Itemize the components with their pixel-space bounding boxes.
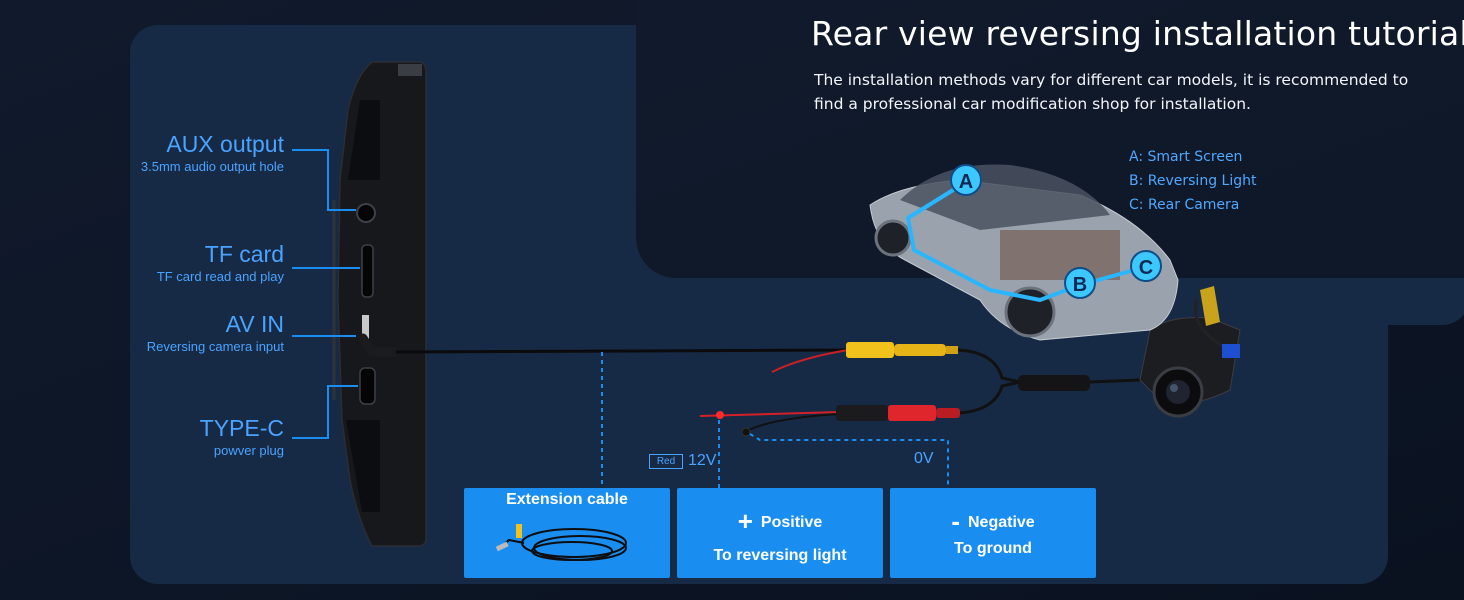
negative-desc: To ground [954, 540, 1032, 557]
screen-device [332, 61, 427, 547]
marker-c-label: C [1139, 257, 1153, 279]
box-leaders [601, 352, 949, 488]
port-tf-desc: TF card read and play [156, 269, 284, 284]
extension-cable-box: Extension cable [464, 488, 670, 578]
legend-item-b: B: Reversing Light [1129, 173, 1257, 189]
marker-a [950, 164, 982, 196]
port-aux-desc: 3.5mm audio output hole [140, 159, 284, 174]
av-jack [362, 315, 369, 339]
port-label-aux: AUX output 3.5mm audio output hole [141, 131, 284, 175]
red-power-plug [699, 380, 1021, 437]
typec-port [359, 367, 376, 405]
port-av-desc: Reversing camera input [146, 339, 284, 354]
extension-cable-title: Extension cable [506, 491, 628, 508]
positive-title: Positive [760, 514, 823, 531]
negative-box: -Negative To ground [890, 488, 1096, 578]
extension-cable-icon [495, 524, 627, 561]
port-callouts [292, 149, 360, 439]
yellow-rca-plug [771, 342, 1021, 384]
car-illustration: A B C [869, 164, 1179, 341]
port-tf-title: TF card [204, 241, 284, 267]
port-label-typec: TYPE-C powver plug [200, 415, 284, 459]
legend-item-a: A: Smart Screen [1129, 149, 1243, 165]
ground-voltage: 0V [914, 450, 934, 467]
red-wire-tag: Red [649, 454, 683, 469]
page-title: Rear view reversing installation tutoria… [811, 14, 1464, 53]
positive-desc: To reversing light [713, 547, 847, 564]
tf-slot [361, 244, 374, 298]
port-av-title: AV IN [225, 311, 284, 337]
marker-b-label: B [1073, 274, 1087, 296]
marker-a-label: A [959, 171, 973, 193]
positive-voltage: 12V [688, 452, 717, 469]
positive-box: + Positive To reversing light [677, 488, 883, 578]
rear-camera [1139, 286, 1241, 418]
page-subtitle: The installation methods vary for differ… [814, 71, 1409, 113]
port-aux-title: AUX output [166, 131, 284, 157]
negative-title: Negative [967, 514, 1035, 531]
minus-icon: - [951, 506, 960, 536]
marker-c [1130, 250, 1162, 282]
marker-b [1064, 267, 1096, 299]
legend-item-c: C: Rear Camera [1129, 197, 1240, 213]
car-legend: A: Smart Screen B: Reversing Light C: Re… [1129, 145, 1256, 217]
port-typec-title: TYPE-C [199, 415, 284, 441]
aux-port [356, 203, 376, 223]
camera-connector [1018, 375, 1090, 391]
plus-icon: + [737, 506, 753, 536]
port-label-tf: TF card TF card read and play [157, 241, 284, 285]
port-typec-desc: powver plug [213, 443, 284, 458]
port-label-av: AV IN Reversing camera input [147, 311, 284, 355]
